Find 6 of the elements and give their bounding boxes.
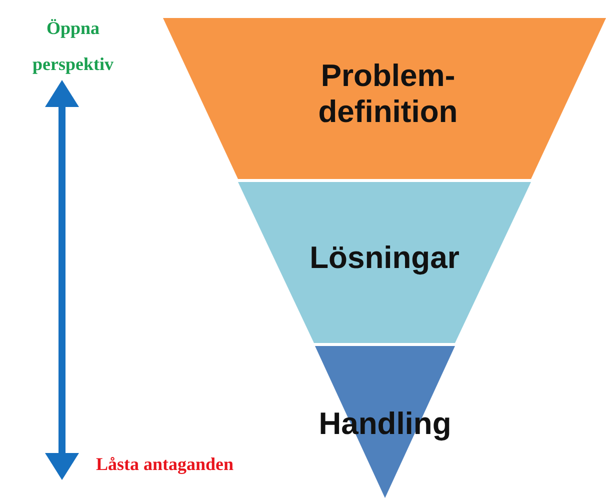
axis-label: Öppna perspektiv bbox=[32, 17, 114, 76]
band-label: Lösningar bbox=[308, 240, 460, 276]
funnel-band bbox=[238, 182, 531, 343]
funnel-band bbox=[163, 18, 606, 179]
axis-label: Låsta antaganden bbox=[96, 453, 234, 475]
band-label: Problem- definition bbox=[317, 58, 459, 130]
